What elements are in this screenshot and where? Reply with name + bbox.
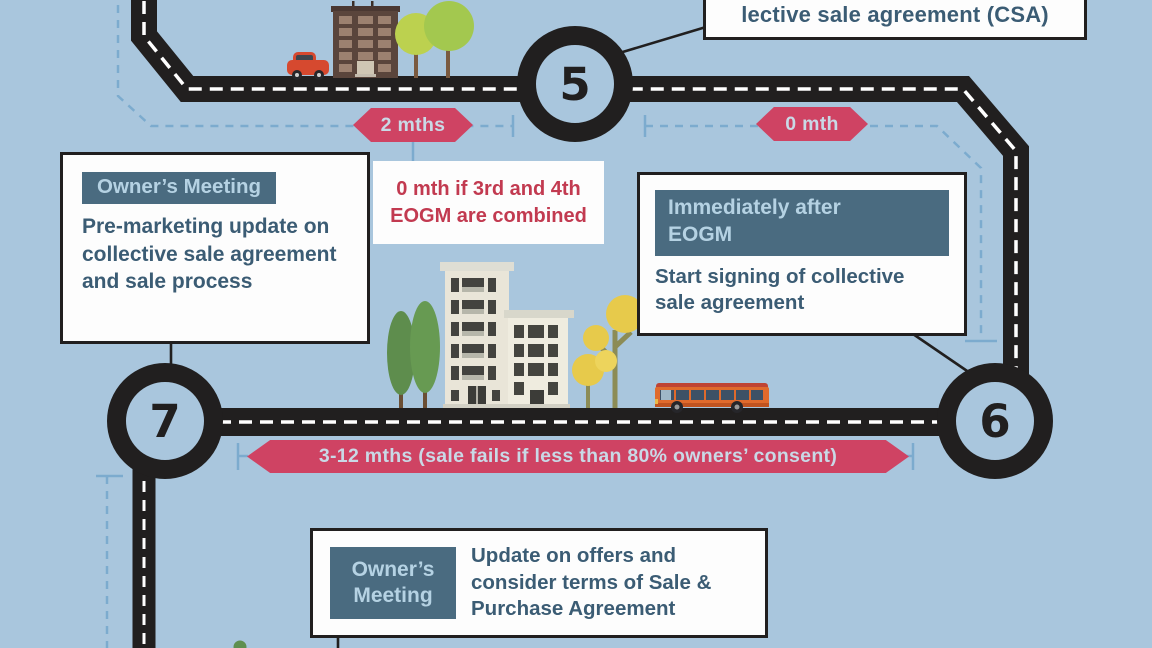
apartment-building-icon bbox=[331, 1, 400, 78]
milestone-6-circle: 6 bbox=[937, 363, 1053, 479]
apartment-building-icon bbox=[504, 310, 574, 408]
measure-line-top-right bbox=[645, 124, 983, 341]
milestone-7-circle: 7 bbox=[107, 363, 223, 479]
offers-update-callout-box: Owner’s Meeting Update on offers and con… bbox=[310, 528, 768, 638]
duration-badge-3-12-mths: 3-12 mths (sale fails if less than 80% o… bbox=[247, 440, 909, 473]
milestone-5-number: 5 bbox=[559, 57, 591, 111]
car-icon bbox=[287, 52, 329, 80]
csa-callout-text: lective sale agreement (CSA) bbox=[741, 2, 1049, 27]
yellow-tree-icon bbox=[572, 295, 644, 408]
owners-meeting-header: Owner’s Meeting bbox=[330, 547, 456, 619]
immediately-connector bbox=[912, 332, 974, 377]
milestone-5-circle: 5 bbox=[517, 26, 633, 142]
owners-meeting-header: Owner’s Meeting bbox=[82, 172, 277, 204]
immediately-after-body-text: Start signing of collective sale agreeme… bbox=[655, 264, 905, 315]
csa-connector bbox=[615, 25, 707, 56]
duration-badge-0-mth: 0 mth bbox=[756, 107, 868, 141]
bush-icon bbox=[233, 640, 247, 648]
immediately-after-eogm-header: Immediately after EOGM bbox=[655, 190, 949, 256]
pre-marketing-body-text: Pre-marketing update on collective sale … bbox=[82, 215, 337, 293]
immediately-after-eogm-callout-box: Immediately after EOGM Start signing of … bbox=[637, 172, 967, 336]
bus-icon bbox=[655, 383, 769, 413]
tree-icon bbox=[387, 301, 440, 408]
city-scene-middle bbox=[387, 262, 769, 413]
milestone-6-number: 6 bbox=[979, 394, 1011, 448]
combined-eogm-note-text: 0 mth if 3rd and 4th EOGM are combined bbox=[390, 178, 587, 227]
measure-line-top-left bbox=[116, 0, 513, 128]
apartment-building-icon bbox=[440, 262, 514, 408]
offers-update-body-text: Update on offers and consider terms of S… bbox=[471, 544, 712, 621]
csa-callout-box: lective sale agreement (CSA) bbox=[703, 0, 1087, 40]
milestone-7-number: 7 bbox=[149, 394, 181, 448]
pre-marketing-callout-box: Owner’s Meeting Pre-marketing update on … bbox=[60, 152, 370, 344]
tree-icon bbox=[395, 1, 474, 78]
city-scene-top bbox=[287, 1, 474, 80]
duration-badge-2-mths: 2 mths bbox=[353, 108, 473, 142]
connector-lines bbox=[169, 25, 974, 648]
combined-eogm-note: 0 mth if 3rd and 4th EOGM are combined bbox=[373, 161, 604, 244]
